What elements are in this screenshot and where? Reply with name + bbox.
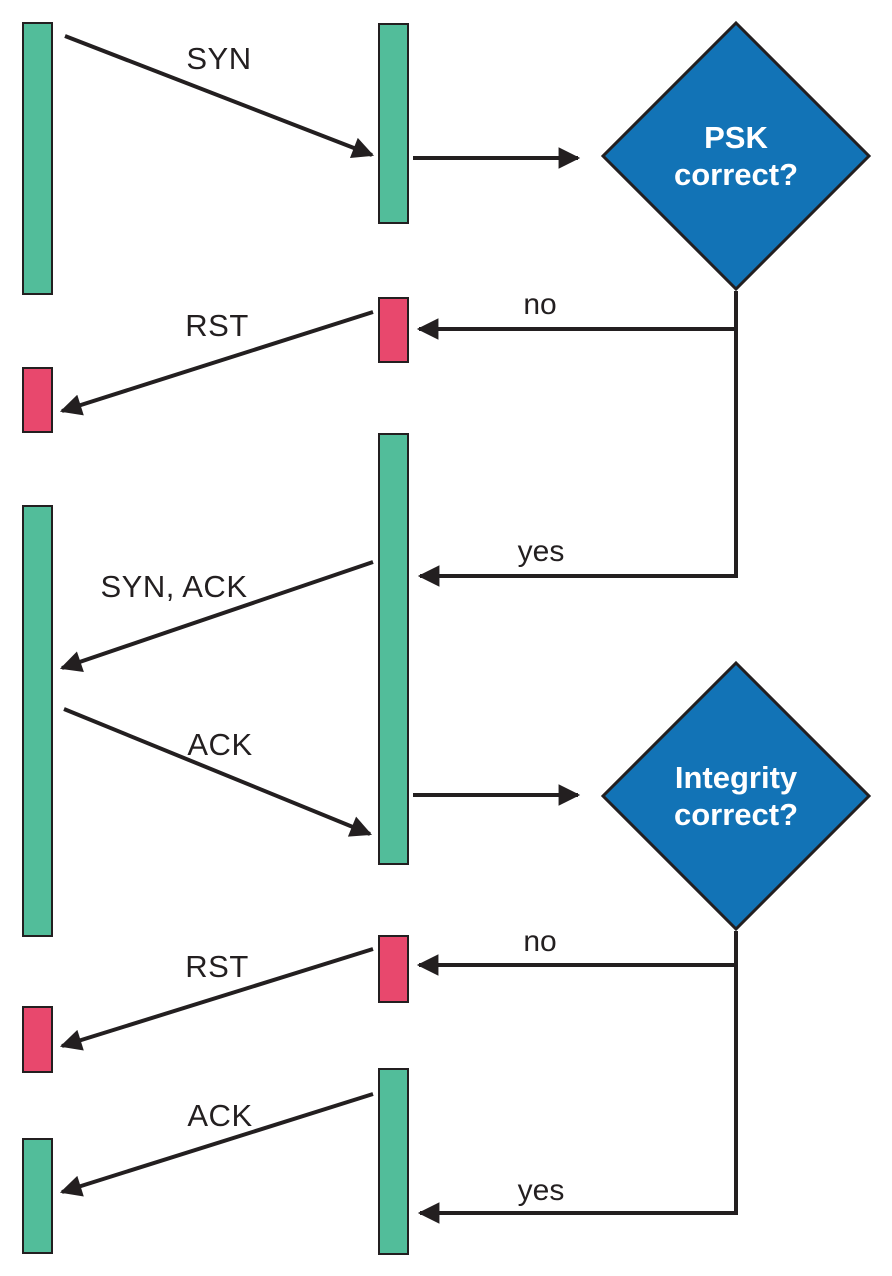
server-bar-green-handshake	[378, 433, 409, 865]
rst-psk-label: RST	[185, 308, 249, 343]
psk-decision-label: PSK correct?	[673, 120, 799, 192]
ack-arrow	[63, 707, 372, 837]
server-bar-red-rst-integrity	[378, 935, 409, 1003]
client-bar-green-syn	[22, 22, 53, 295]
rst-integrity-label: RST	[185, 949, 249, 984]
psk-decision-diamond	[600, 20, 872, 292]
client-bar-red-rst-psk	[22, 367, 53, 433]
client-bar-green-final	[22, 1138, 53, 1254]
rst-psk-arrow	[59, 310, 374, 416]
syn-ack-label: SYN, ACK	[100, 569, 248, 604]
client-bar-green-handshake	[22, 505, 53, 937]
syn-arrow	[64, 34, 375, 159]
integrity-yes-label: yes	[517, 1174, 565, 1207]
syn-ack-arrow	[59, 560, 374, 672]
integrity-yes-arrow	[417, 931, 738, 1224]
syn-label: SYN	[186, 41, 252, 76]
psk-no-label: no	[523, 288, 557, 321]
ack-final-arrow	[59, 1092, 374, 1197]
server-bar-red-rst-psk	[378, 297, 409, 363]
server-bar-green-final	[378, 1068, 409, 1255]
ack-final-label: ACK	[187, 1098, 253, 1133]
client-bar-red-rst-integrity	[22, 1006, 53, 1073]
integrity-decision-diamond	[600, 660, 872, 932]
psk-yes-label: yes	[517, 535, 565, 568]
ack-label: ACK	[187, 727, 253, 762]
server-bar-green-syn	[378, 23, 409, 224]
rst-integrity-arrow	[59, 947, 374, 1051]
integrity-no-label: no	[523, 925, 557, 958]
psk-yes-arrow	[417, 291, 738, 587]
integrity-decision-label: Integrity correct?	[673, 760, 799, 832]
